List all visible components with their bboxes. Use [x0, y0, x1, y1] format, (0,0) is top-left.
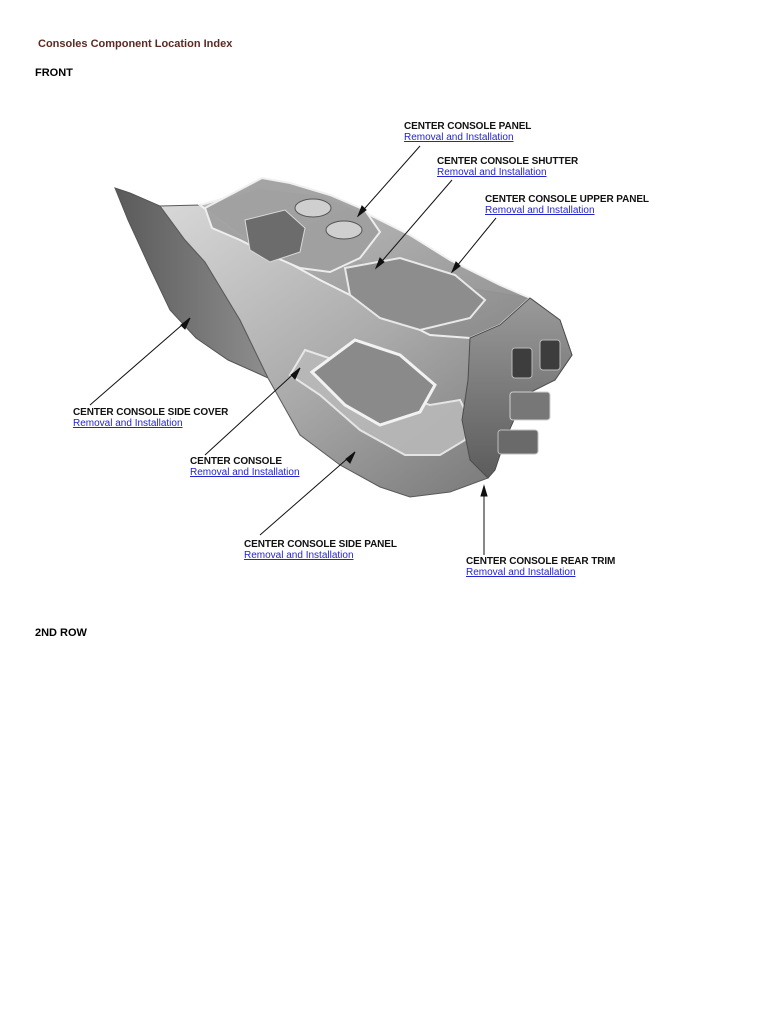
rear-control-panel [509, 391, 551, 421]
link-center-console[interactable]: Removal and Installation [190, 466, 300, 478]
callout-center-console-side-cover: CENTER CONSOLE SIDE COVER Removal and In… [73, 407, 229, 429]
rear-lower-panel [497, 429, 539, 455]
rear-vent-left [511, 347, 533, 379]
leader-console [204, 367, 301, 456]
leader-upper-panel [451, 217, 497, 273]
callout-center-console-rear-trim: CENTER CONSOLE REAR TRIM Removal and Ins… [466, 556, 616, 578]
leader-side-panel [259, 451, 356, 536]
rear-vent-right [539, 339, 561, 371]
link-center-console-side-cover[interactable]: Removal and Installation [73, 417, 183, 429]
console-diagram [89, 145, 573, 555]
link-center-console-rear-trim[interactable]: Removal and Installation [466, 566, 576, 578]
shift-area-shape [244, 209, 306, 263]
label-center-console-shutter: CENTER CONSOLE SHUTTER [437, 156, 579, 167]
label-center-console-side-panel: CENTER CONSOLE SIDE PANEL [244, 539, 397, 550]
label-center-console: CENTER CONSOLE [190, 456, 282, 467]
callout-center-console-shutter: CENTER CONSOLE SHUTTER Removal and Insta… [437, 156, 579, 178]
label-center-console-side-cover: CENTER CONSOLE SIDE COVER [73, 407, 229, 418]
cup-holder-1 [294, 198, 332, 218]
callout-center-console-panel: CENTER CONSOLE PANEL Removal and Install… [404, 121, 532, 143]
link-center-console-upper-panel[interactable]: Removal and Installation [485, 204, 595, 216]
callout-center-console: CENTER CONSOLE Removal and Installation [190, 456, 300, 478]
link-center-console-panel[interactable]: Removal and Installation [404, 131, 514, 143]
label-center-console-upper-panel: CENTER CONSOLE UPPER PANEL [485, 194, 649, 205]
section-heading-2nd-row: 2ND ROW [35, 627, 87, 639]
lower-tray-shape [309, 338, 437, 427]
link-center-console-side-panel[interactable]: Removal and Installation [244, 549, 354, 561]
leader-shutter [375, 179, 453, 269]
page-title: Consoles Component Location Index [38, 38, 233, 50]
leader-side-cover [89, 317, 191, 406]
section-heading-front: FRONT [35, 67, 73, 79]
callout-center-console-upper-panel: CENTER CONSOLE UPPER PANEL Removal and I… [485, 194, 649, 216]
cup-holder-2 [325, 220, 363, 240]
shutter-recess-shape [343, 256, 487, 332]
label-center-console-panel: CENTER CONSOLE PANEL [404, 121, 532, 132]
link-center-console-shutter[interactable]: Removal and Installation [437, 166, 547, 178]
callout-center-console-side-panel: CENTER CONSOLE SIDE PANEL Removal and In… [244, 539, 397, 561]
label-center-console-rear-trim: CENTER CONSOLE REAR TRIM [466, 556, 616, 567]
leader-panel [357, 145, 421, 217]
